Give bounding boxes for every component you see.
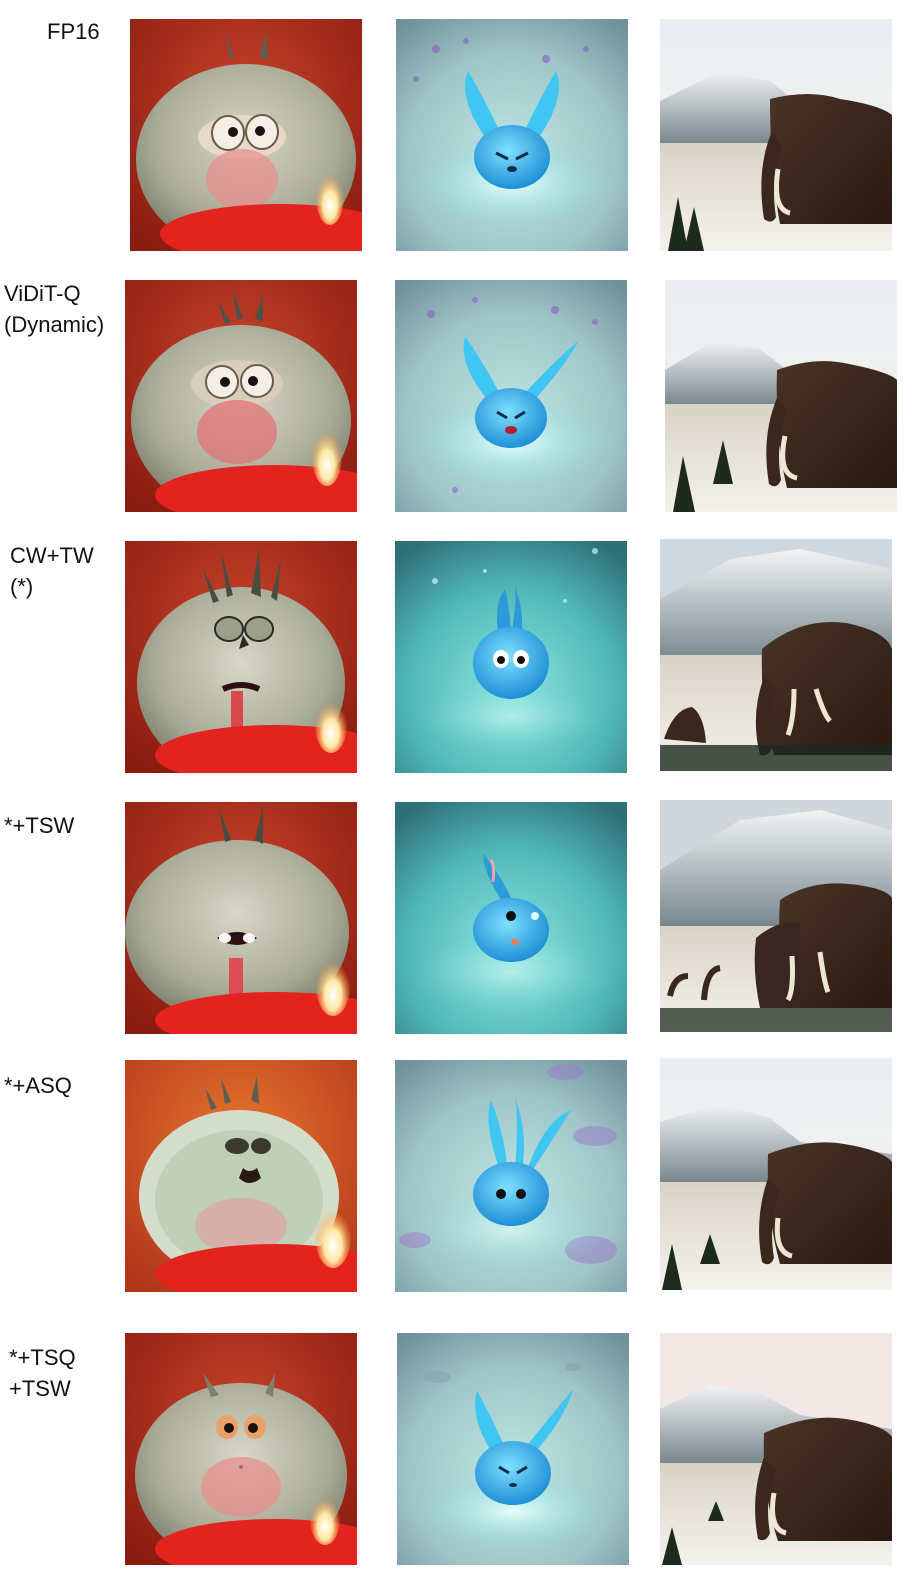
- image-tsq-tsw-monster: [125, 1333, 357, 1565]
- row-label-fp16: FP16: [47, 19, 100, 44]
- row-label-asq: *+ASQ: [4, 1073, 72, 1098]
- image-vidit-q-bunny: [395, 280, 627, 512]
- image-fp16-bunny: [396, 19, 628, 251]
- image-tsw-bunny: [395, 802, 627, 1034]
- image-vidit-q-mammoth: [665, 280, 897, 512]
- row-label-vidit-q-dynamic: ViDiT-Q (Dynamic): [4, 281, 105, 337]
- image-asq-mammoth: [660, 1058, 892, 1290]
- row-label-tsw: *+TSW: [4, 813, 75, 838]
- image-cw-tw-mammoth: [660, 539, 892, 771]
- image-fp16-mammoth: [660, 19, 892, 251]
- row-label-cw-tw: CW+TW (*): [10, 543, 94, 599]
- image-cw-tw-bunny: [395, 541, 627, 773]
- image-cw-tw-monster: [125, 541, 357, 773]
- row-label-tsq-tsw: *+TSQ +TSW: [9, 1345, 76, 1401]
- image-vidit-q-monster: [125, 280, 357, 512]
- image-fp16-monster: [130, 19, 362, 251]
- image-tsw-mammoth: [660, 800, 892, 1032]
- image-asq-monster: [125, 1060, 357, 1292]
- image-tsw-monster: [125, 802, 357, 1034]
- image-tsq-tsw-bunny: [397, 1333, 629, 1565]
- image-tsq-tsw-mammoth: [660, 1333, 892, 1565]
- image-asq-bunny: [395, 1060, 627, 1292]
